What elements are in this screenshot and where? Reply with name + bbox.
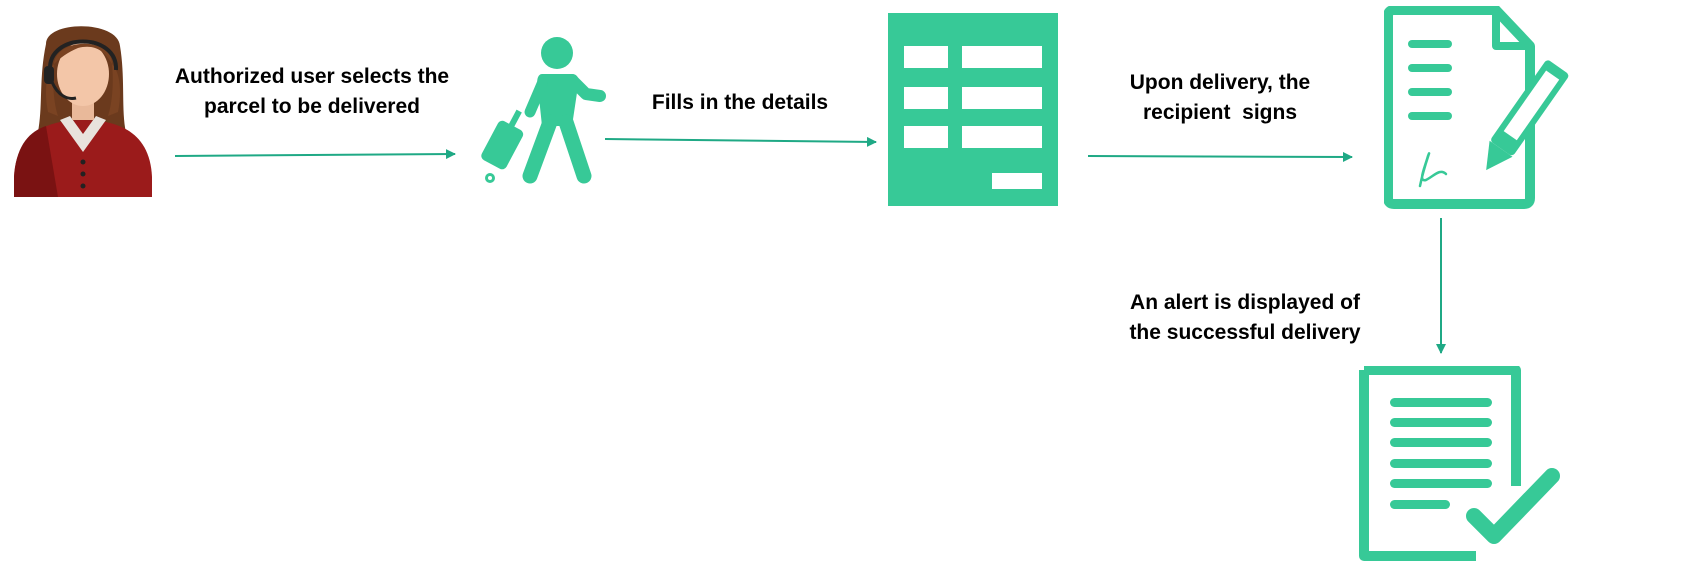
arrow-traveler-to-form: [604, 136, 877, 147]
label-fill-details: Fills in the details: [620, 88, 860, 118]
label-alert-displayed-line1: An alert is displayed of: [1130, 291, 1360, 314]
label-select-parcel: Authorized user selects the parcel to be…: [152, 62, 472, 122]
document-checkmark-icon: [1356, 365, 1566, 562]
arrow-form-to-signature: [1087, 151, 1353, 162]
signed-document-pen-icon: [1383, 5, 1570, 210]
label-alert-displayed-line2: the successful delivery: [1129, 321, 1361, 344]
form-table-icon: [888, 13, 1058, 206]
traveler-with-luggage-icon: [472, 36, 607, 186]
label-recipient-signs-line1: Upon delivery, the: [1129, 71, 1311, 94]
label-alert-displayed: An alert is displayed of the successful …: [1110, 288, 1380, 348]
label-recipient-signs: Upon delivery, the recipient signs: [1090, 68, 1350, 128]
label-recipient-signs-line2: recipient signs: [1142, 101, 1298, 124]
label-fill-details-line1: Fills in the details: [651, 91, 829, 114]
label-select-parcel-line1: Authorized user selects the: [174, 65, 450, 88]
arrow-avatar-to-traveler: [174, 149, 456, 160]
label-select-parcel-line2: parcel to be delivered: [204, 95, 420, 118]
operator-avatar-icon: [8, 12, 158, 197]
